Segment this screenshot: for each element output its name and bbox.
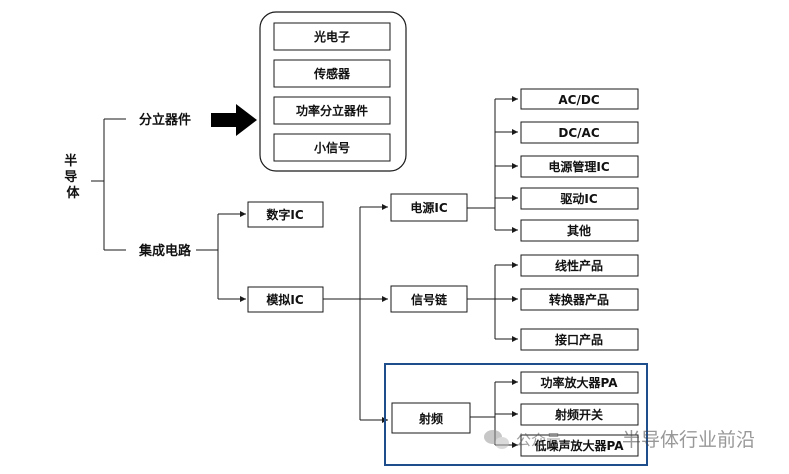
rf-highlight-frame <box>384 363 648 466</box>
arrowheads <box>240 96 518 448</box>
branch-discrete-label: 分立器件 <box>139 112 191 128</box>
discrete-items: 光电子 传感器 功率分立器件 小信号 <box>273 22 391 162</box>
root-node: 半 导 体 <box>64 153 82 201</box>
rf-item: 射频开关 <box>554 407 603 422</box>
watermark-label: 公众号 <box>516 431 561 449</box>
power-items: AC/DC DC/AC 电源管理IC 驱动IC 其他 <box>520 88 639 242</box>
analog-ic-node: 模拟IC <box>266 292 303 307</box>
digital-ic-node: 数字IC <box>266 207 303 222</box>
watermark-name: 半导体行业前沿 <box>622 429 755 451</box>
big-right-arrow-icon <box>211 104 257 136</box>
signal-chain-node: 信号链 <box>411 292 448 307</box>
discrete-item: 传感器 <box>313 66 351 81</box>
discrete-items-container <box>259 11 407 172</box>
discrete-item: 光电子 <box>313 29 350 44</box>
discrete-item: 小信号 <box>314 140 350 155</box>
rf-item: 功率放大器PA <box>541 375 619 390</box>
power-ic-node: 电源IC <box>410 200 447 215</box>
signal-items: 线性产品 转换器产品 接口产品 <box>520 254 639 351</box>
power-item: 驱动IC <box>560 192 597 206</box>
branch-ic-label: 集成电路 <box>138 243 192 259</box>
wechat-icon <box>484 430 509 449</box>
root-label: 半 导 体 <box>64 153 82 201</box>
signal-item: 线性产品 <box>555 258 603 273</box>
signal-item: 转换器产品 <box>549 292 609 307</box>
power-item: DC/AC <box>558 126 599 140</box>
rf-item: 低噪声放大器PA <box>534 438 625 453</box>
rf-items: 功率放大器PA 射频开关 低噪声放大器PA <box>520 371 639 457</box>
rf-node: 射频 <box>418 411 443 426</box>
signal-item: 接口产品 <box>555 332 603 347</box>
watermark: 公众号 半导体行业前沿 <box>484 429 755 451</box>
power-item: AC/DC <box>558 93 599 107</box>
power-item: 电源管理IC <box>548 159 609 174</box>
power-item: 其他 <box>567 223 591 238</box>
discrete-item: 功率分立器件 <box>296 103 368 118</box>
